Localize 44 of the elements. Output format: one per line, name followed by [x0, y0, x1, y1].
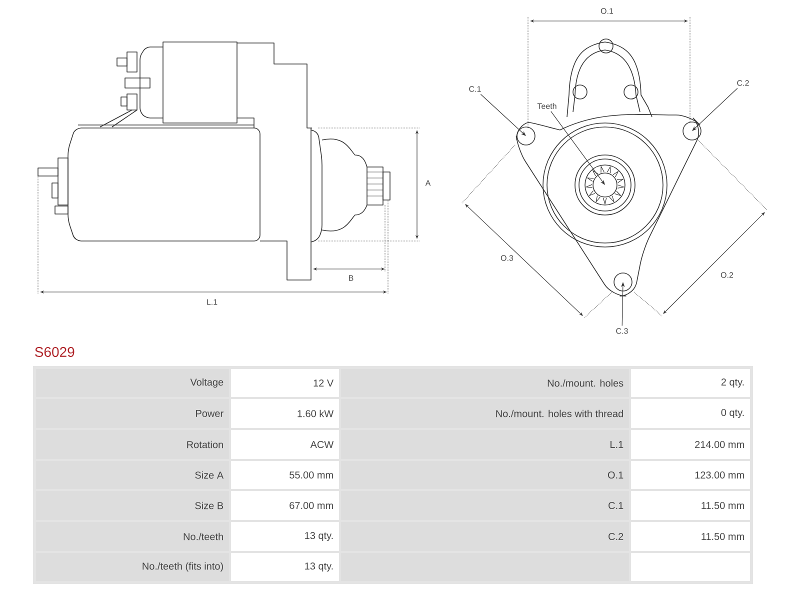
pinion-gear	[584, 164, 626, 206]
part-number: S6029	[35, 347, 74, 357]
leader-line	[692, 88, 738, 131]
label-cell: O.1	[341, 461, 629, 489]
dimension-label: O.3	[500, 255, 514, 261]
value-cell: ACW	[231, 430, 339, 459]
value-cell: 13 qty.	[231, 553, 339, 581]
value-cell: 13 qty.	[231, 522, 339, 551]
value-cell: 67.00 mm	[231, 491, 339, 520]
value-cell: 214.00 mm	[631, 430, 750, 459]
value-cell: 0 qty.	[631, 399, 750, 428]
callout-label: C.2	[737, 80, 749, 86]
label-cell: Rotation	[36, 430, 229, 459]
mounting-hole	[682, 122, 702, 140]
label-cell: No./mount. holes with thread	[341, 399, 629, 428]
mounting-hole	[614, 272, 632, 292]
value-cell: 123.00 mm	[631, 461, 750, 489]
label-cell: No./teeth	[36, 522, 229, 551]
label-cell: L.1	[341, 430, 629, 459]
callout-label: Teeth	[537, 103, 556, 109]
mounting-hole	[516, 126, 536, 146]
leader-line	[480, 94, 526, 136]
value-cell: 11.50 mm	[631, 491, 750, 520]
label-cell: Voltage	[36, 369, 229, 397]
value-cell: 2 qty.	[631, 369, 750, 397]
value-cell: 1.60 kW	[231, 399, 339, 428]
label-cell: Size A	[36, 461, 229, 489]
value-cell: 12 V	[231, 369, 339, 397]
label-cell: Power	[36, 399, 229, 428]
value-cell: 55.00 mm	[231, 461, 339, 489]
callout-label: C.3	[616, 328, 628, 334]
callout-label: C.1	[469, 86, 481, 92]
label-cell: C.1	[341, 491, 629, 520]
dimension-label: B	[349, 275, 354, 281]
label-cell: C.2	[341, 522, 629, 551]
label-cell: No./teeth (fits into)	[36, 553, 229, 581]
leader-line	[550, 111, 605, 185]
label-cell: No./mount. holes	[341, 369, 629, 397]
label-cell: Size B	[36, 491, 229, 520]
dimension-label: L.1	[207, 299, 218, 305]
dimension-label: O.2	[720, 272, 734, 278]
value-cell: 11.50 mm	[631, 522, 750, 551]
dimension-label: O.1	[600, 8, 614, 14]
dimension-label: A	[425, 180, 431, 186]
